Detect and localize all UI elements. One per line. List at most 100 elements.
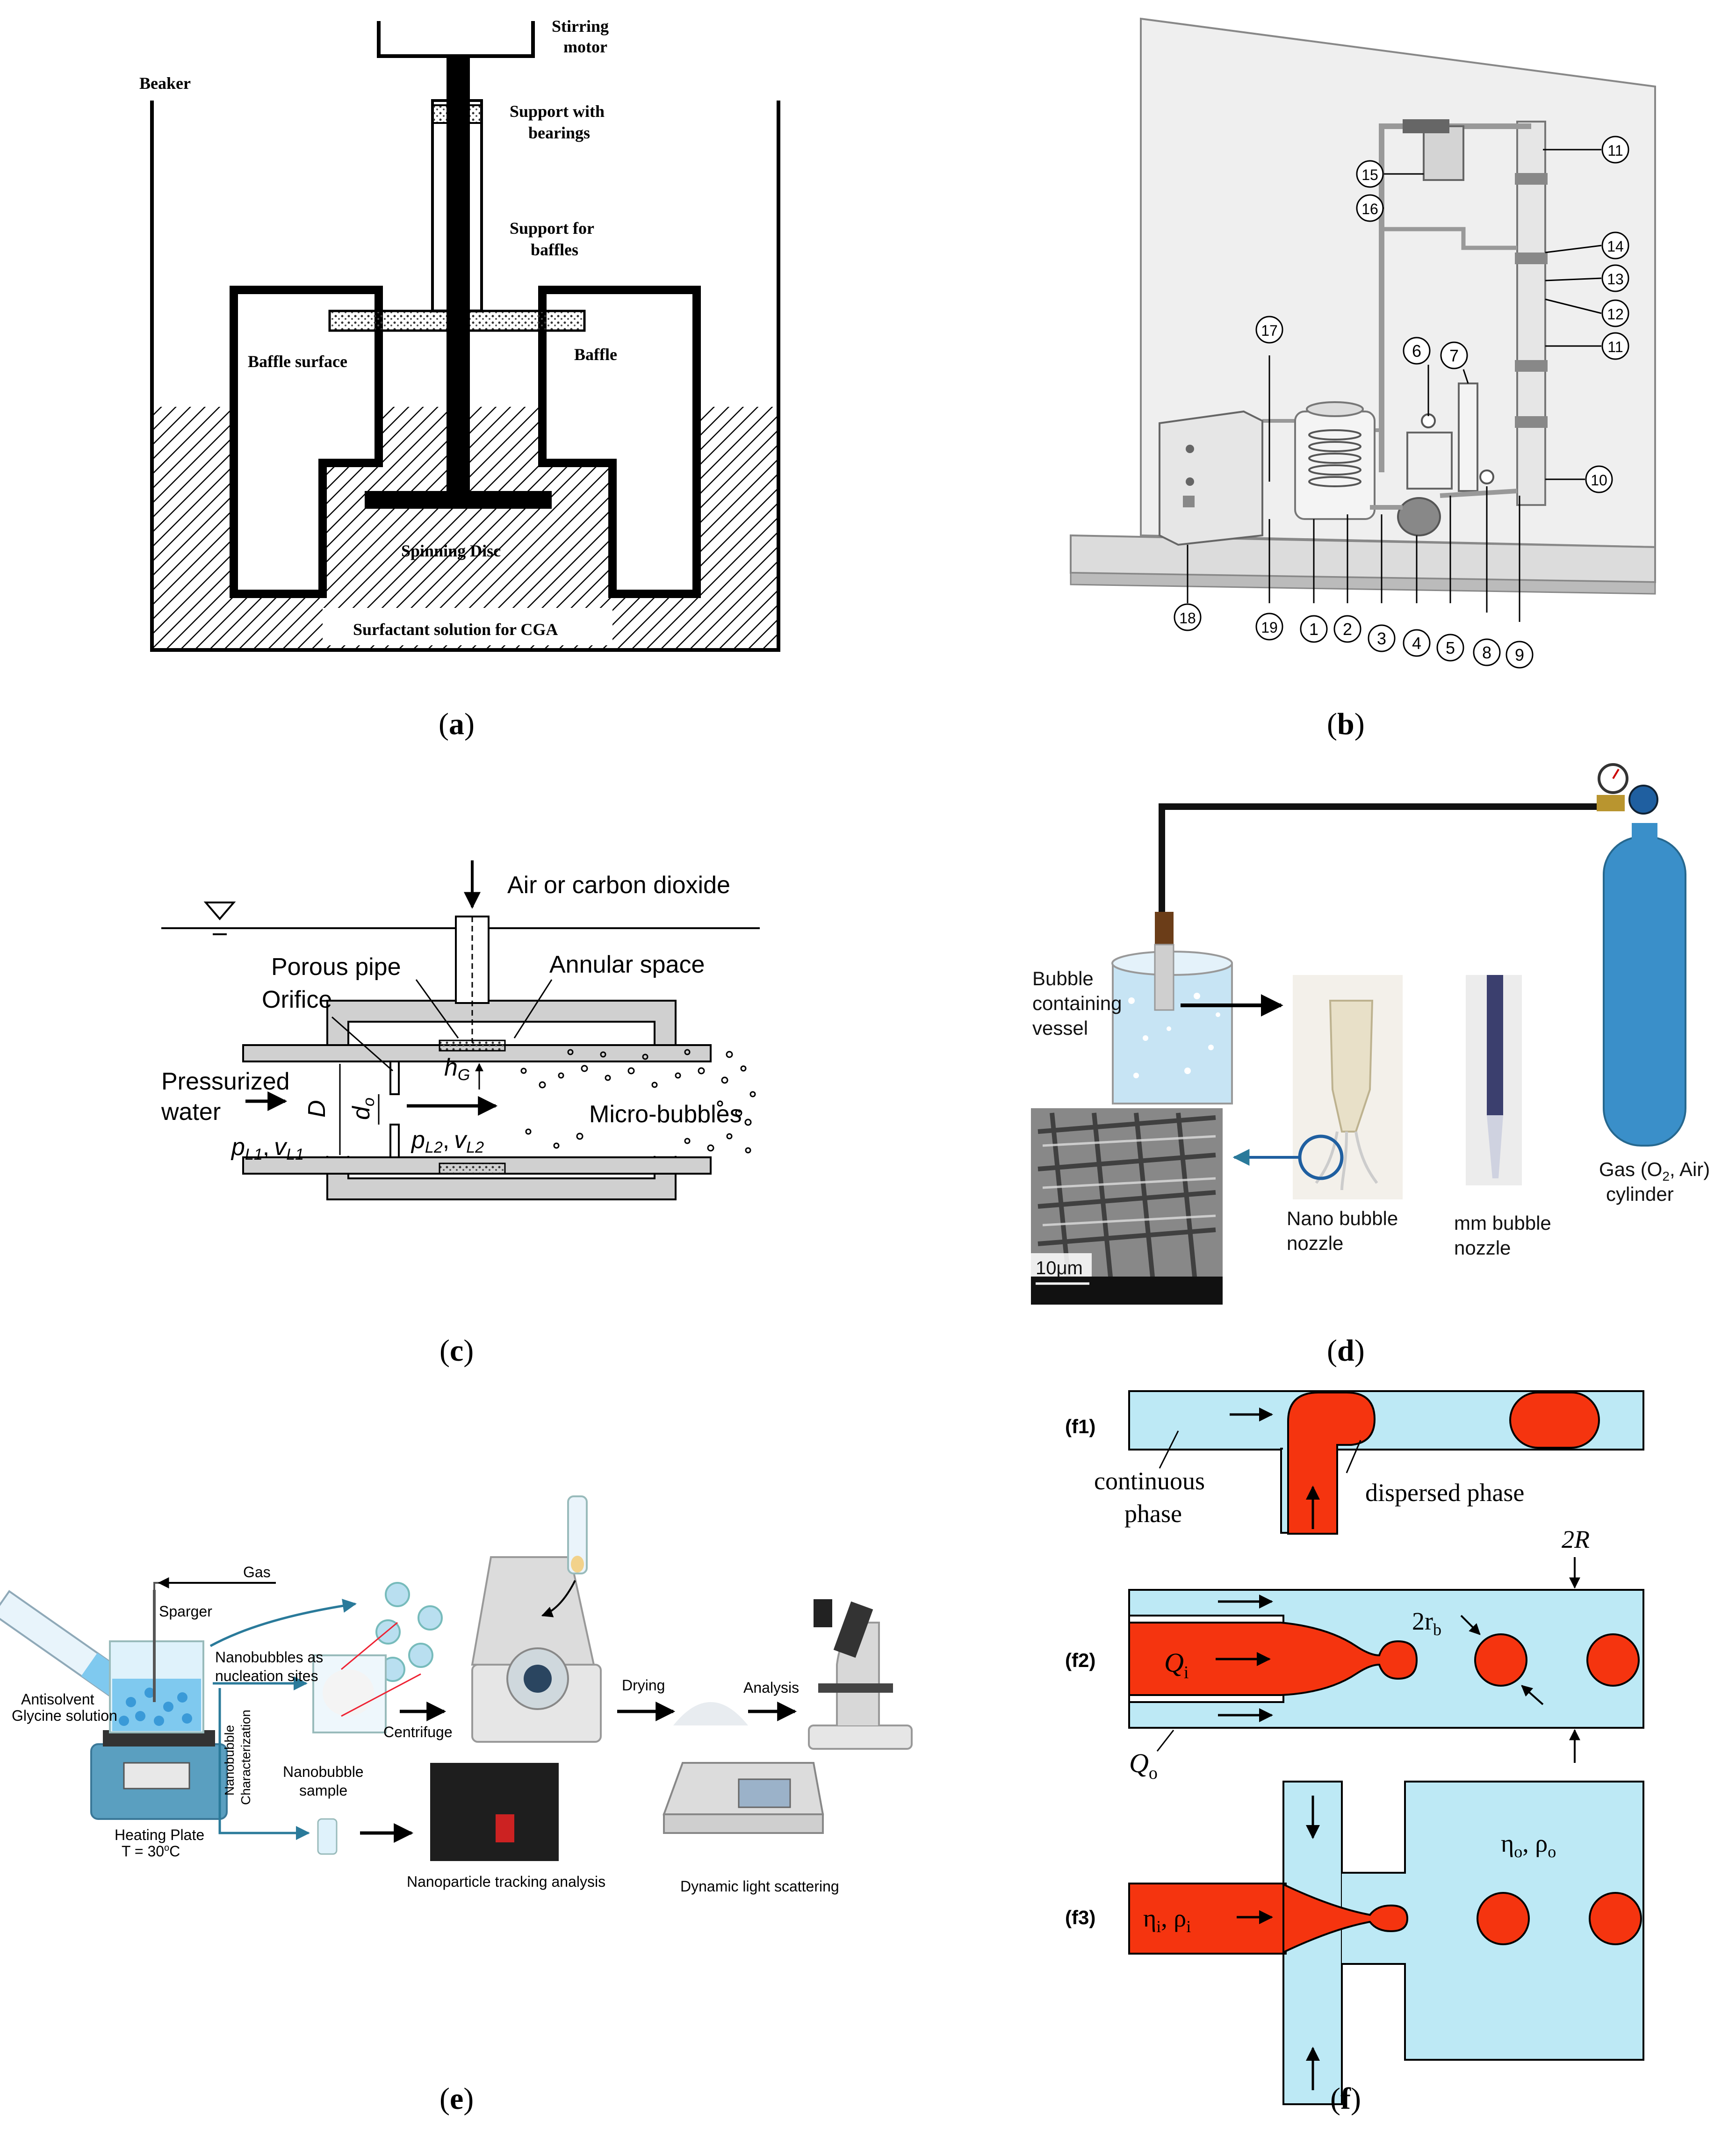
air-label: Air or carbon dioxide <box>507 872 730 899</box>
f3-label: (f3) <box>1065 1906 1095 1928</box>
callout-4: 4 <box>1403 629 1431 657</box>
annular-space-label: Annular space <box>549 951 705 978</box>
callout-10: 10 <box>1585 465 1613 493</box>
control-knob-2 <box>1186 477 1194 486</box>
gauge-6 <box>1421 413 1436 428</box>
orifice-label: Orifice <box>262 986 332 1013</box>
panel-a: Beaker Stirring motor Support with beari… <box>139 17 780 741</box>
callout-8: 8 <box>1473 638 1501 666</box>
f1-dispersed-leader <box>1346 1440 1361 1473</box>
svg-text:10: 10 <box>1591 472 1607 489</box>
beaker-label: Beaker <box>139 74 191 93</box>
control-box <box>1159 410 1263 546</box>
stirring-shaft <box>447 56 470 500</box>
nucleation-arrow <box>209 1599 357 1647</box>
beaker-wall <box>150 101 780 652</box>
water-label: water <box>161 1098 221 1126</box>
regulator <box>1597 795 1625 811</box>
column-clamp-1 <box>1515 173 1548 185</box>
caption-a: (a) <box>439 707 475 741</box>
f1-continuous-leader <box>1159 1430 1179 1469</box>
pipe-bore <box>245 1062 708 1156</box>
nta-instrument <box>430 1763 559 1861</box>
gas-line <box>1159 803 1599 919</box>
mm-nozzle-label-2: nozzle <box>1454 1237 1511 1259</box>
centrifuge-label: Centrifuge <box>383 1724 453 1740</box>
caption-e: (e) <box>439 2082 474 2116</box>
svg-text:5: 5 <box>1446 638 1455 657</box>
nta-label: Nanoparticle tracking analysis <box>407 1873 605 1890</box>
centrifuge-tube <box>567 1495 588 1574</box>
d0-label: do <box>348 1097 378 1120</box>
vessel-label-1: Bubble <box>1032 967 1094 989</box>
baffle-right <box>538 286 701 598</box>
pipe-pump-out <box>1440 489 1518 498</box>
svg-text:9: 9 <box>1515 645 1524 664</box>
svg-text:8: 8 <box>1482 643 1491 662</box>
baffle-left <box>230 286 383 598</box>
porous-pipe-leader <box>415 979 459 1039</box>
rotameter <box>1458 382 1478 492</box>
callout-leaders <box>1187 149 1602 622</box>
gas-cylinder <box>1603 836 1686 1147</box>
stirring-motor-label-1: Stirring <box>552 17 609 36</box>
svg-text:7: 7 <box>1449 346 1459 365</box>
eta-rho-o-label: ηo, ρo <box>1501 1829 1556 1861</box>
callout-14: 14 <box>1601 231 1629 260</box>
svg-text:15: 15 <box>1361 166 1378 183</box>
callout-7: 7 <box>1440 341 1468 369</box>
svg-text:17: 17 <box>1261 322 1278 339</box>
support-baffles-label-1: Support for <box>510 219 594 238</box>
rb-label: 2rb <box>1412 1607 1441 1639</box>
pL1-vL1-label: pL1,vL1 <box>231 1133 304 1163</box>
callout-3: 3 <box>1368 624 1396 652</box>
nanobubble-vial <box>317 1818 338 1855</box>
nb-nucleation-label-1: Nanobubbles as <box>215 1649 323 1666</box>
micro-bubbles-label: Micro-bubbles <box>589 1101 742 1128</box>
caption-c: (c) <box>439 1334 474 1368</box>
continuous-label-1: continuous <box>1094 1467 1205 1495</box>
cylinder-valve-icon <box>1628 785 1658 815</box>
svg-text:18: 18 <box>1179 610 1196 627</box>
nb-characterization-label-2: Characterization <box>238 1710 253 1805</box>
pipe-loop <box>1379 123 1531 472</box>
caption-d: (d) <box>1327 1334 1365 1368</box>
gas-cylinder-label-1: Gas (O2, Air) <box>1599 1158 1710 1184</box>
label-background <box>323 608 612 645</box>
beaker-bubbles <box>119 1688 192 1726</box>
porous-pipe-bottom <box>439 1162 506 1175</box>
f3-droplet-1 <box>1477 1892 1530 1945</box>
svg-text:12: 12 <box>1607 306 1624 323</box>
control-knob-1 <box>1186 445 1194 453</box>
support-bearings-label-1: Support with <box>510 102 605 121</box>
callout-15: 15 <box>1356 160 1384 188</box>
pipe-branch <box>1382 227 1517 250</box>
f2-Qo-leader <box>1156 1730 1174 1752</box>
callout-13: 13 <box>1601 264 1629 292</box>
stirring-motor <box>377 21 535 58</box>
f2-label: (f2) <box>1065 1649 1095 1671</box>
caption-b: (b) <box>1327 707 1365 741</box>
vessel-connector <box>1155 912 1174 945</box>
f1-dispersed-finger <box>1287 1392 1376 1535</box>
powder-pile <box>673 1702 748 1725</box>
panel-b: 1 2 3 4 5 6 7 8 9 10 11 11 12 13 14 15 1… <box>1070 17 1656 741</box>
svg-text:3: 3 <box>1377 629 1386 648</box>
sem-scale-label: 10μm <box>1036 1258 1083 1278</box>
water-level-symbol <box>203 902 236 921</box>
panel-d: Bubble containing vessel Nano bubble noz… <box>1031 763 1710 1368</box>
callout-11-top: 11 <box>1601 136 1629 164</box>
2R-label: 2R <box>1562 1525 1590 1553</box>
nb-characterization-label-1: Nanobubble <box>222 1725 237 1796</box>
svg-text:4: 4 <box>1412 634 1421 653</box>
tank-lid <box>1306 401 1364 417</box>
f2-inner-jet <box>1128 1622 1418 1696</box>
nano-nozzle-label-2: nozzle <box>1287 1232 1343 1254</box>
spinning-disc <box>365 491 552 509</box>
f3-droplet-2 <box>1589 1892 1642 1945</box>
svg-text:16: 16 <box>1361 201 1378 217</box>
column-clamp-3 <box>1515 360 1548 372</box>
drying-label: Drying <box>622 1677 665 1694</box>
micro-bubbles <box>520 1049 756 1154</box>
